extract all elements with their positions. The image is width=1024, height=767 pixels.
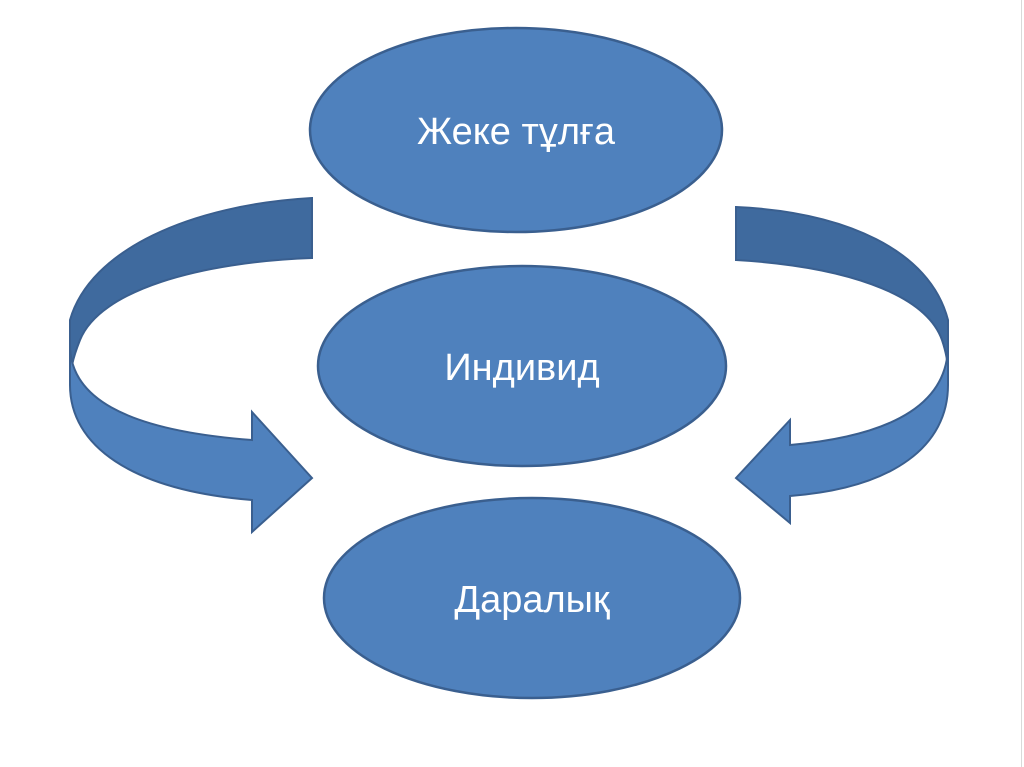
right-arrow-band-front <box>734 344 949 526</box>
node-middle: Индивид <box>316 264 728 468</box>
node-middle-label: Индивид <box>444 347 599 389</box>
left-curved-arrow <box>69 196 314 535</box>
left-arrow-band-front <box>69 344 314 535</box>
node-top: Жеке тұлға <box>308 26 724 234</box>
right-curved-arrow <box>734 205 949 526</box>
node-bottom-ellipse <box>322 496 742 700</box>
slide-edge <box>1021 0 1022 767</box>
node-top-label: Жеке тұлға <box>417 111 616 153</box>
left-arrow-band-back <box>69 196 313 386</box>
node-middle-ellipse <box>316 264 728 468</box>
node-bottom: Даралық <box>322 496 742 700</box>
right-arrow-band-back <box>735 205 949 373</box>
node-top-ellipse <box>308 26 724 234</box>
node-bottom-label: Даралық <box>454 579 610 621</box>
